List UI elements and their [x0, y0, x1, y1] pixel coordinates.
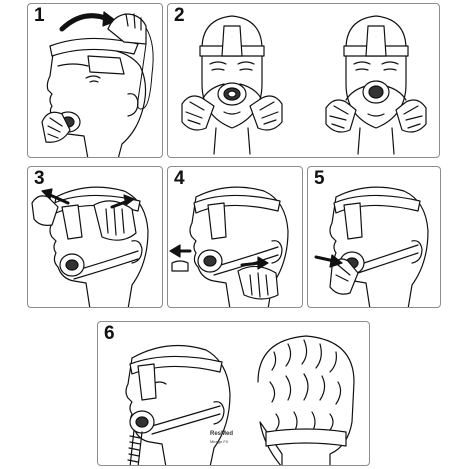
step-2-number: 2: [174, 5, 185, 26]
step-5-panel: 5: [307, 166, 441, 308]
step-4-panel: 4: [167, 166, 303, 308]
headgear-icon: [334, 195, 420, 273]
hand-icon: [238, 266, 278, 299]
arrow-icon: [316, 255, 342, 267]
mask-icon: [130, 411, 154, 433]
head-icon: [50, 187, 148, 308]
head-icon: [202, 16, 262, 154]
arrow-icon: [62, 12, 116, 29]
headgear-icon: [50, 38, 138, 74]
headgear-icon: [344, 26, 408, 100]
step-4-number: 4: [174, 168, 185, 189]
step-2-panel: 2: [167, 3, 440, 158]
mask-icon: [198, 250, 222, 272]
step-1-number: 1: [34, 5, 45, 26]
mask-icon: [60, 254, 84, 276]
step-5-illustration: [308, 167, 441, 308]
hand-icon: [32, 196, 136, 240]
hand-icon: [182, 96, 282, 130]
step-4-illustration: [168, 167, 303, 308]
arrow-icon: [170, 245, 268, 269]
step-6-number: 6: [104, 323, 115, 344]
step-5-number: 5: [314, 168, 325, 189]
hand-icon: [108, 14, 146, 44]
tube-icon: [128, 430, 142, 466]
headgear-icon: [200, 26, 264, 100]
step-3-illustration: [28, 167, 163, 308]
mask-icon: [363, 81, 389, 103]
step-2-illustration: [168, 4, 440, 158]
head-icon: [126, 346, 230, 467]
head-icon: [190, 187, 288, 308]
step-1-illustration: [28, 4, 163, 158]
head-icon: [258, 336, 354, 466]
headgear-icon: [266, 429, 346, 446]
headgear-brand-label: ResMed: [210, 431, 234, 437]
head-icon: [346, 16, 406, 154]
arrow-icon: [42, 189, 134, 207]
step-3-number: 3: [34, 168, 45, 189]
hand-icon: [326, 100, 426, 132]
headgear-icon: [130, 356, 222, 434]
step-6-panel: 6 R: [97, 321, 370, 466]
hand-icon: [42, 112, 70, 142]
headgear-model-label: Mirage FX: [210, 439, 229, 444]
step-3-panel: 3: [27, 166, 163, 308]
step-6-illustration: [98, 322, 370, 466]
step-1-panel: 1: [27, 3, 163, 158]
mask-icon: [218, 83, 246, 105]
